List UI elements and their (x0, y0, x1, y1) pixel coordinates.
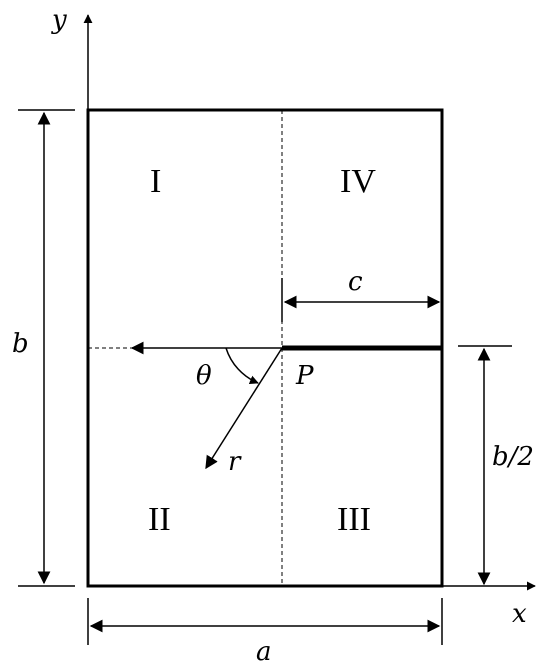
point-label-P: P (295, 361, 314, 391)
region-label-II: II (148, 501, 171, 538)
x-axis-label: x (512, 599, 527, 629)
angle-label-theta: θ (196, 361, 212, 391)
dim-b-label: b (12, 329, 29, 359)
region-label-III: III (337, 501, 371, 538)
dim-a-label: a (256, 637, 272, 667)
y-axis-label: y (51, 5, 67, 35)
dim-half-b-label: b/2 (492, 442, 534, 472)
dim-c-label: c (348, 267, 363, 297)
radius-label-r: r (228, 447, 242, 477)
region-label-I: I (150, 163, 161, 200)
radius-arrow (205, 347, 283, 470)
angle-arc (225, 347, 259, 385)
region-label-IV: IV (340, 163, 376, 200)
